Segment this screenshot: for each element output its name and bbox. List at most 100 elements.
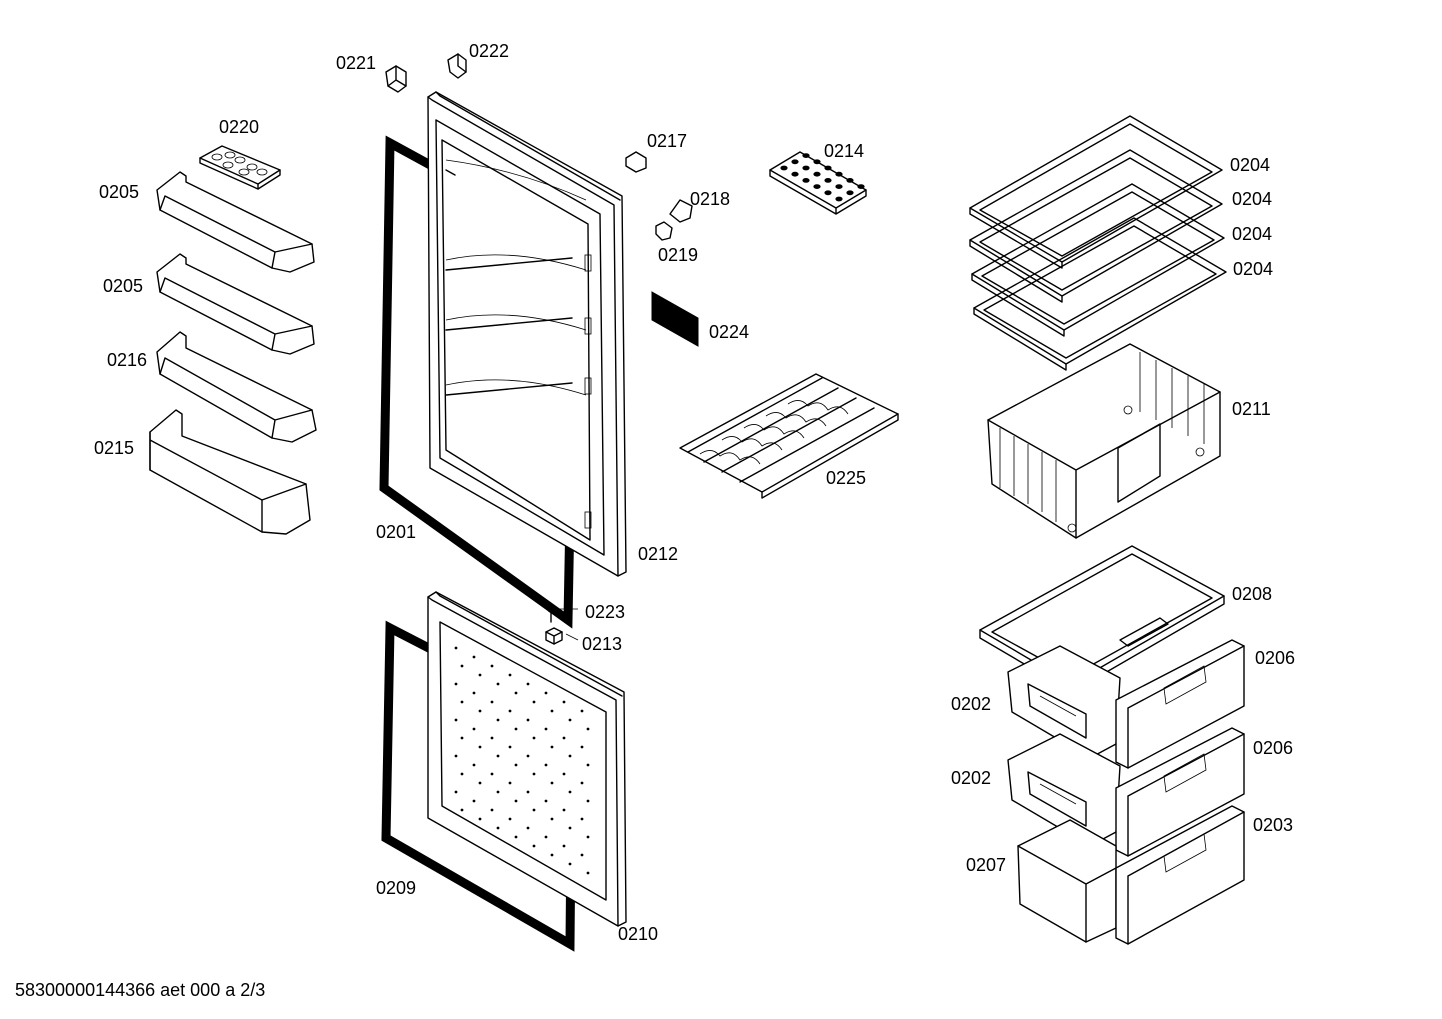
liner-dot	[580, 817, 584, 821]
liner-dot	[550, 817, 554, 821]
egg-tray-0220	[199, 145, 281, 190]
label-0212: 0212	[638, 544, 678, 564]
liner-dot	[544, 835, 548, 839]
label-0209: 0209	[376, 878, 416, 898]
liner-dot	[532, 700, 536, 704]
liner-dot	[568, 754, 572, 758]
liner-dot	[580, 709, 584, 713]
liner-dot	[478, 781, 482, 785]
label-0224: 0224	[709, 322, 749, 342]
ice-cell	[835, 171, 843, 177]
liner-dot	[514, 835, 518, 839]
drawing-id-footer: 58300000144366 aet 000 a 2/3	[15, 980, 266, 1000]
glass-shelf-0204-2	[969, 149, 1223, 303]
ice-cell	[791, 159, 799, 165]
liner-dot	[532, 808, 536, 812]
wire-shelf-0225	[679, 373, 899, 499]
liner-dot	[526, 826, 530, 830]
label-0214: 0214	[824, 141, 864, 161]
liner-dot	[496, 718, 500, 722]
liner-dot	[568, 718, 572, 722]
label-0201: 0201	[376, 522, 416, 542]
label-0203: 0203	[1253, 815, 1293, 835]
ice-tray-cells	[780, 153, 865, 202]
liner-dot	[478, 709, 482, 713]
liner-dot	[562, 844, 566, 848]
liner-dot	[532, 736, 536, 740]
liner-dot	[496, 682, 500, 686]
liner-dot	[586, 763, 590, 767]
liner-dot	[478, 745, 482, 749]
liner-dot	[550, 709, 554, 713]
liner-dot	[490, 772, 494, 776]
liner-dot	[562, 700, 566, 704]
glass-shelf-0204-3	[971, 183, 1225, 337]
label-0202-top: 0202	[951, 694, 991, 714]
liner-dot	[472, 655, 476, 659]
liner-dot	[550, 853, 554, 857]
hinge-cover-0221	[385, 65, 407, 93]
freezer-basket-0211	[987, 343, 1221, 539]
block-0213	[545, 627, 579, 645]
label-0205-middle: 0205	[103, 276, 143, 296]
liner-dot	[526, 790, 530, 794]
ice-cell	[846, 190, 854, 196]
liner-dot	[568, 826, 572, 830]
drawer-front-0203	[1115, 805, 1245, 945]
upper-door-liner-0212	[427, 91, 627, 577]
ice-cell	[824, 190, 832, 196]
liner-dot	[562, 772, 566, 776]
liner-dot	[460, 808, 464, 812]
ice-cell	[802, 178, 810, 183]
liner-dot	[472, 727, 476, 731]
label-0222: 0222	[469, 41, 509, 61]
label-0220: 0220	[219, 117, 259, 137]
ice-cell	[813, 171, 821, 177]
handle-part-0217	[625, 151, 647, 173]
liner-dot	[460, 772, 464, 776]
label-0219: 0219	[658, 245, 698, 265]
liner-dot	[508, 709, 512, 713]
ice-cell	[846, 178, 854, 183]
bracket-0218	[669, 199, 693, 223]
ice-cell	[824, 178, 832, 183]
ice-cell	[802, 165, 810, 171]
liner-dot	[544, 763, 548, 767]
liner-dot	[454, 754, 458, 758]
label-0221: 0221	[336, 53, 376, 73]
clip-0219	[655, 221, 673, 241]
label-0225: 0225	[826, 468, 866, 488]
liner-dot	[496, 790, 500, 794]
liner-dot	[526, 718, 530, 722]
liner-dot	[472, 763, 476, 767]
liner-dot	[454, 790, 458, 794]
liner-dot	[508, 781, 512, 785]
screw-0223	[547, 605, 578, 623]
door-shelf-0205-top	[156, 171, 315, 273]
label-0206-top: 0206	[1255, 648, 1295, 668]
drawer-front-0206-top	[1115, 639, 1245, 769]
liner-dot	[508, 817, 512, 821]
liner-dot	[586, 799, 590, 803]
door-shelf-0216	[156, 331, 317, 443]
glass-shelf-0204-4	[973, 217, 1227, 371]
lower-door-dot-grid	[454, 646, 590, 875]
liner-dot	[586, 727, 590, 731]
liner-dot	[550, 781, 554, 785]
liner-dot	[544, 691, 548, 695]
liner-dot	[478, 817, 482, 821]
label-0223: 0223	[585, 602, 625, 622]
liner-dot	[544, 727, 548, 731]
liner-dot	[496, 754, 500, 758]
liner-dot	[490, 664, 494, 668]
ice-cell	[791, 171, 799, 177]
label-0202-bottom: 0202	[951, 768, 991, 788]
liner-dot	[508, 745, 512, 749]
liner-dot	[508, 673, 512, 677]
label-0205-top: 0205	[99, 182, 139, 202]
ice-cell	[802, 153, 810, 159]
label-0204-4: 0204	[1233, 259, 1273, 279]
label-0213: 0213	[582, 634, 622, 654]
hinge-part-0222	[447, 53, 467, 79]
